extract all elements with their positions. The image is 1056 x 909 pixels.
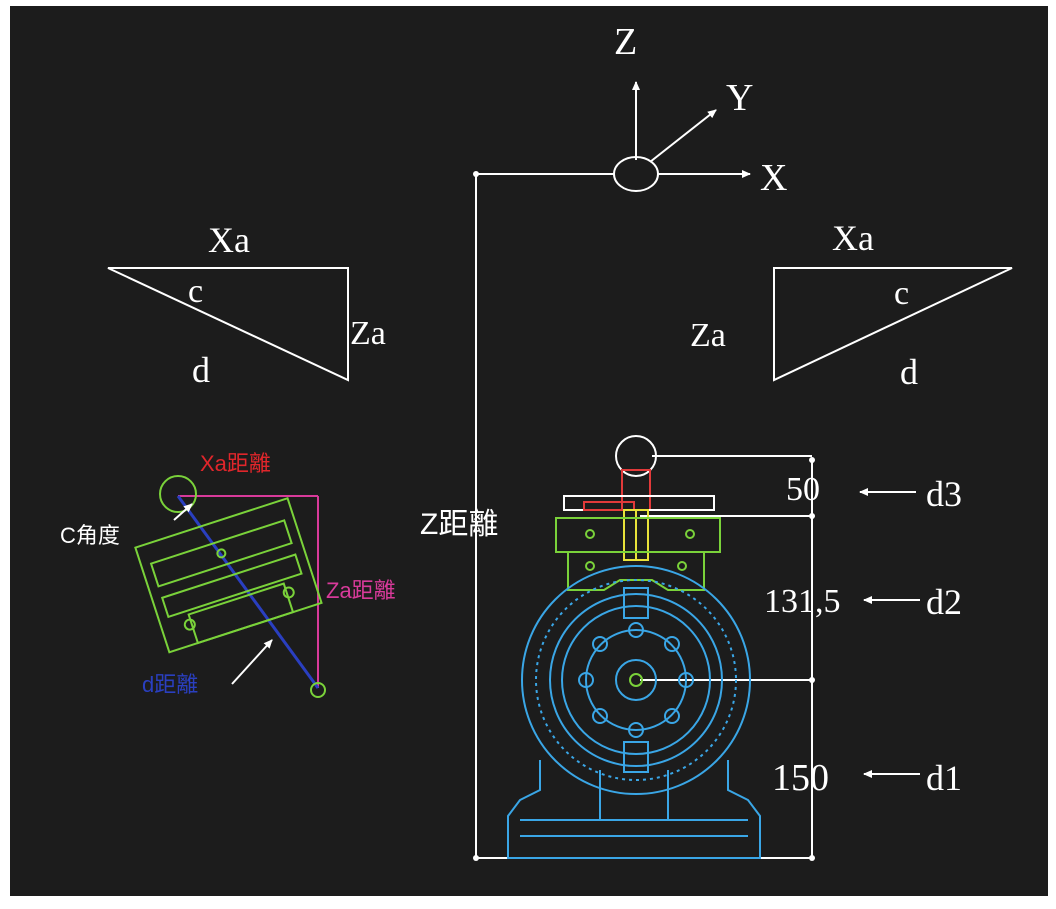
right-xa-label: Xa (832, 218, 874, 258)
za-distance-label: Za距離 (326, 578, 396, 603)
left-d-label: d (192, 350, 210, 390)
c-angle-arrow (173, 503, 193, 521)
right-c-label: c (894, 275, 909, 312)
c-angle-label: C角度 (60, 523, 120, 548)
d-distance-arrow (231, 639, 273, 685)
dim-ref-d2: d2 (926, 582, 962, 622)
axis-y-label: Y (726, 77, 753, 119)
left-c-label: c (188, 273, 203, 310)
axis-x-label: X (760, 157, 787, 199)
axis-z-label: Z (614, 21, 637, 63)
machine-head-sketch (507, 435, 761, 859)
tilted-tool-sketch (134, 475, 326, 698)
right-d-label: d (900, 352, 918, 392)
dim-ref-d1: d1 (926, 758, 962, 798)
axes-icon (476, 81, 751, 192)
left-za-label: Za (350, 315, 386, 352)
dark-panel (10, 6, 1048, 896)
z-distance-label: Z距離 (420, 508, 498, 541)
xa-distance-label: Xa距離 (200, 451, 271, 476)
right-za-label: Za (690, 317, 726, 354)
right-triangle (773, 267, 1013, 382)
left-xa-label: Xa (208, 220, 250, 260)
dim-ref-d3: d3 (926, 474, 962, 514)
left-triangle (107, 267, 349, 382)
dim-value-d2: 131,5 (764, 583, 841, 620)
d-distance-label: d距離 (142, 672, 198, 697)
dim-value-d1: 150 (772, 757, 829, 799)
dim-value-d3: 50 (786, 471, 820, 508)
